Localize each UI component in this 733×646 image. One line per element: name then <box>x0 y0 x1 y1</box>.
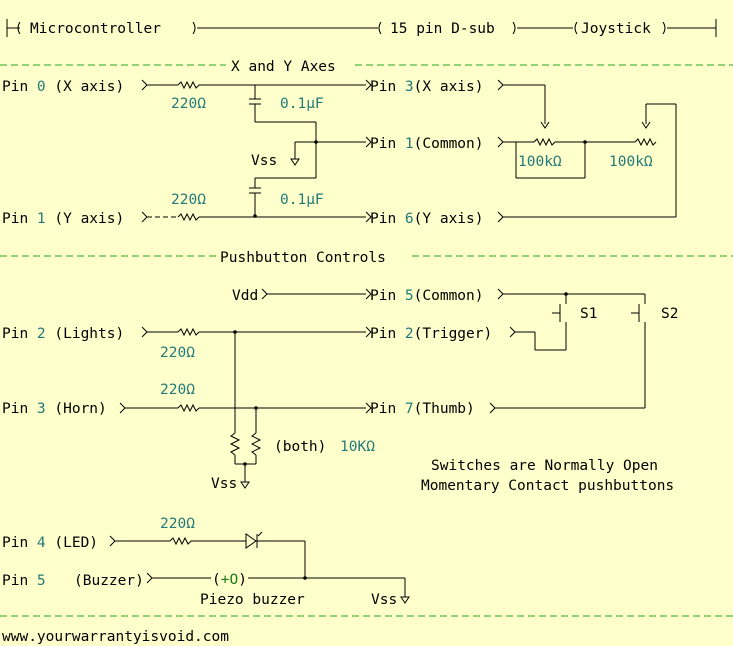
pin4-label: Pin 4 (LED) <box>2 535 98 551</box>
buzzer-pin-label: (Buzzer) <box>74 573 144 589</box>
r220-x-value: 220Ω <box>171 96 206 112</box>
s2-label: S2 <box>661 306 678 322</box>
pin0-label: Pin 0 (X axis) <box>2 79 124 95</box>
footer-url[interactable]: www.yourwarrantyisvoid.com <box>2 629 229 645</box>
dsub-pin1-label: Pin 1(Common) <box>370 136 484 152</box>
vss-push-label: Vss <box>211 476 237 492</box>
r220-lights-value: 220Ω <box>160 345 195 361</box>
pot-y-value: 100kΩ <box>609 154 653 170</box>
pin2-number: 2 <box>37 326 46 342</box>
s1-label: S1 <box>580 306 597 322</box>
pin1-number: 1 <box>37 211 46 227</box>
vss-buzzer-label: Vss <box>371 592 397 608</box>
r10k-value: 10KΩ <box>340 439 375 455</box>
dsub-label: 15 pin D-sub <box>390 21 495 37</box>
pin5-label: Pin 5 <box>2 573 46 589</box>
pin1-label: Pin 1 (Y axis) <box>2 211 124 227</box>
dsub-pin5-number: 5 <box>405 288 414 304</box>
dsub-pin3-label: Pin 3(X axis) <box>370 79 484 95</box>
piezo-label: Piezo buzzer <box>200 592 305 608</box>
dsub-pin5-label: Pin 5(Common) <box>370 288 484 304</box>
pin2-label: Pin 2 (Lights) <box>2 326 124 342</box>
pot-x-value: 100kΩ <box>518 154 562 170</box>
dsub-pin7-number: 7 <box>405 401 414 417</box>
dsub-pin6-number: 6 <box>405 211 414 227</box>
microcontroller-label: Microcontroller <box>30 21 161 37</box>
piezo-polarity: (+O) <box>212 572 247 588</box>
dsub-pin2-label: Pin 2(Trigger) <box>370 326 492 342</box>
r220-y-value: 220Ω <box>171 192 206 208</box>
pushbutton-circuit: Vdd Pin 5(Common) Pin 2 (Lights) 220Ω Pi… <box>2 288 678 494</box>
r220-horn-value: 220Ω <box>160 382 195 398</box>
dsub-pin6-label: Pin 6(Y axis) <box>370 211 484 227</box>
joystick-label: Joystick <box>581 21 651 37</box>
cap-y-value: 0.1µF <box>280 192 324 208</box>
cap-x-value: 0.1µF <box>280 96 324 112</box>
pin3-number: 3 <box>37 401 46 417</box>
piezo-polarity-text: +O <box>221 572 238 588</box>
section-push-title: Pushbutton Controls <box>220 250 386 266</box>
vdd-label: Vdd <box>232 288 258 304</box>
led-buzzer-circuit: Pin 4 (LED) 220Ω Pin 5 (Buzzer) (+O) Pie… <box>2 516 410 608</box>
dsub-pin7-label: Pin 7(Thumb) <box>370 401 475 417</box>
switch-note-line1: Switches are Normally Open <box>431 458 658 474</box>
pin3-label: Pin 3 (Horn) <box>2 401 107 417</box>
r220-led-value: 220Ω <box>160 516 195 532</box>
led-icon <box>245 533 257 549</box>
pin0-number: 0 <box>37 79 46 95</box>
vss-axes-label: Vss <box>251 153 277 169</box>
dsub-pin2-number: 2 <box>405 326 414 342</box>
pulldown-both-label: (both) <box>274 439 326 455</box>
pin4-number: 4 <box>37 535 46 551</box>
pin5-number: 5 <box>37 573 46 589</box>
header-bar: Microcontroller 15 pin D-sub Joystick <box>6 19 717 37</box>
section-axes-title: X and Y Axes <box>231 59 336 75</box>
dsub-pin1-number: 1 <box>405 136 414 152</box>
axes-circuit: Pin 0 (X axis) 220Ω 0.1µF Vss 0.1µF Pin … <box>2 79 677 227</box>
switch-note-line2: Momentary Contact pushbuttons <box>421 478 674 494</box>
dsub-pin3-number: 3 <box>405 79 414 95</box>
